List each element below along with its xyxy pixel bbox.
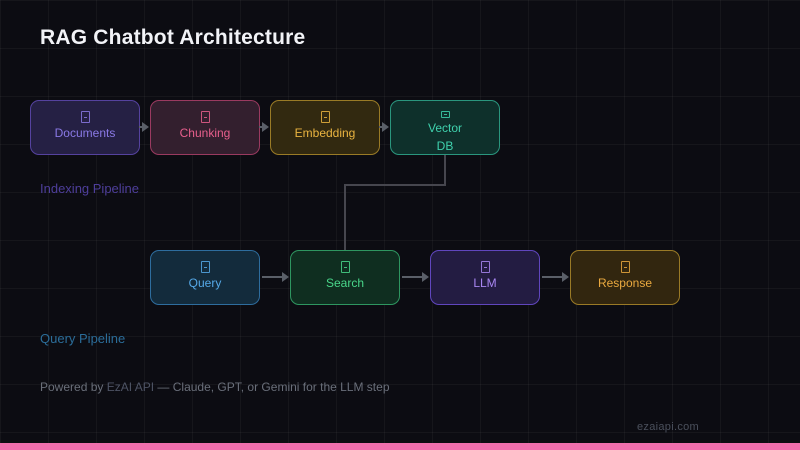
powered-by-text: Powered by EzAI API — Claude, GPT, or Ge… bbox=[40, 380, 390, 394]
indexing-pipeline-label: Indexing Pipeline bbox=[40, 181, 140, 196]
powered-by-prefix: Powered by bbox=[40, 380, 107, 394]
arrow-documents-chunking bbox=[139, 122, 149, 132]
powered-by-suffix: — Claude, GPT, or Gemini for the LLM ste… bbox=[154, 380, 390, 394]
arrow-embedding-vectordb bbox=[379, 122, 389, 132]
node-documents: Documents bbox=[30, 100, 140, 155]
brand-name: EzAI API bbox=[106, 380, 155, 394]
arrow-search-llm bbox=[402, 272, 429, 282]
page-title: RAG Chatbot Architecture bbox=[40, 26, 306, 49]
emoji-tofu-icon bbox=[200, 261, 210, 273]
node-chunking: Chunking bbox=[150, 100, 260, 155]
node-vector-db: Vector DB bbox=[390, 100, 500, 155]
node-search: Search bbox=[290, 250, 400, 305]
query-pipeline-label: Query Pipeline bbox=[40, 331, 126, 346]
arrow-query-search bbox=[262, 272, 289, 282]
node-label: LLM bbox=[473, 276, 497, 290]
node-label: Chunking bbox=[179, 126, 231, 140]
arrow-chunking-embedding bbox=[259, 122, 269, 132]
node-label: Query bbox=[188, 276, 222, 290]
emoji-tofu-icon bbox=[440, 111, 450, 118]
connector-vectordb-down bbox=[444, 155, 446, 186]
node-embedding: Embedding bbox=[270, 100, 380, 155]
emoji-tofu-icon bbox=[200, 111, 210, 123]
emoji-tofu-icon bbox=[320, 111, 330, 123]
arrow-llm-response bbox=[542, 272, 569, 282]
emoji-tofu-icon bbox=[80, 111, 90, 123]
node-label: Embedding bbox=[294, 126, 356, 140]
node-label-line2: DB bbox=[436, 139, 454, 153]
emoji-tofu-icon bbox=[480, 261, 490, 273]
node-label: Documents bbox=[54, 126, 116, 140]
node-query: Query bbox=[150, 250, 260, 305]
emoji-tofu-icon bbox=[620, 261, 630, 273]
watermark-text: ezaiapi.com bbox=[637, 421, 699, 433]
node-label: Response bbox=[597, 276, 653, 290]
node-response: Response bbox=[570, 250, 680, 305]
connector-horizontal bbox=[344, 184, 446, 186]
bottom-accent-bar bbox=[0, 443, 800, 450]
node-llm: LLM bbox=[430, 250, 540, 305]
emoji-tofu-icon bbox=[340, 261, 350, 273]
node-label: Vector bbox=[427, 121, 463, 135]
connector-into-search bbox=[344, 184, 346, 250]
node-label: Search bbox=[325, 276, 365, 290]
